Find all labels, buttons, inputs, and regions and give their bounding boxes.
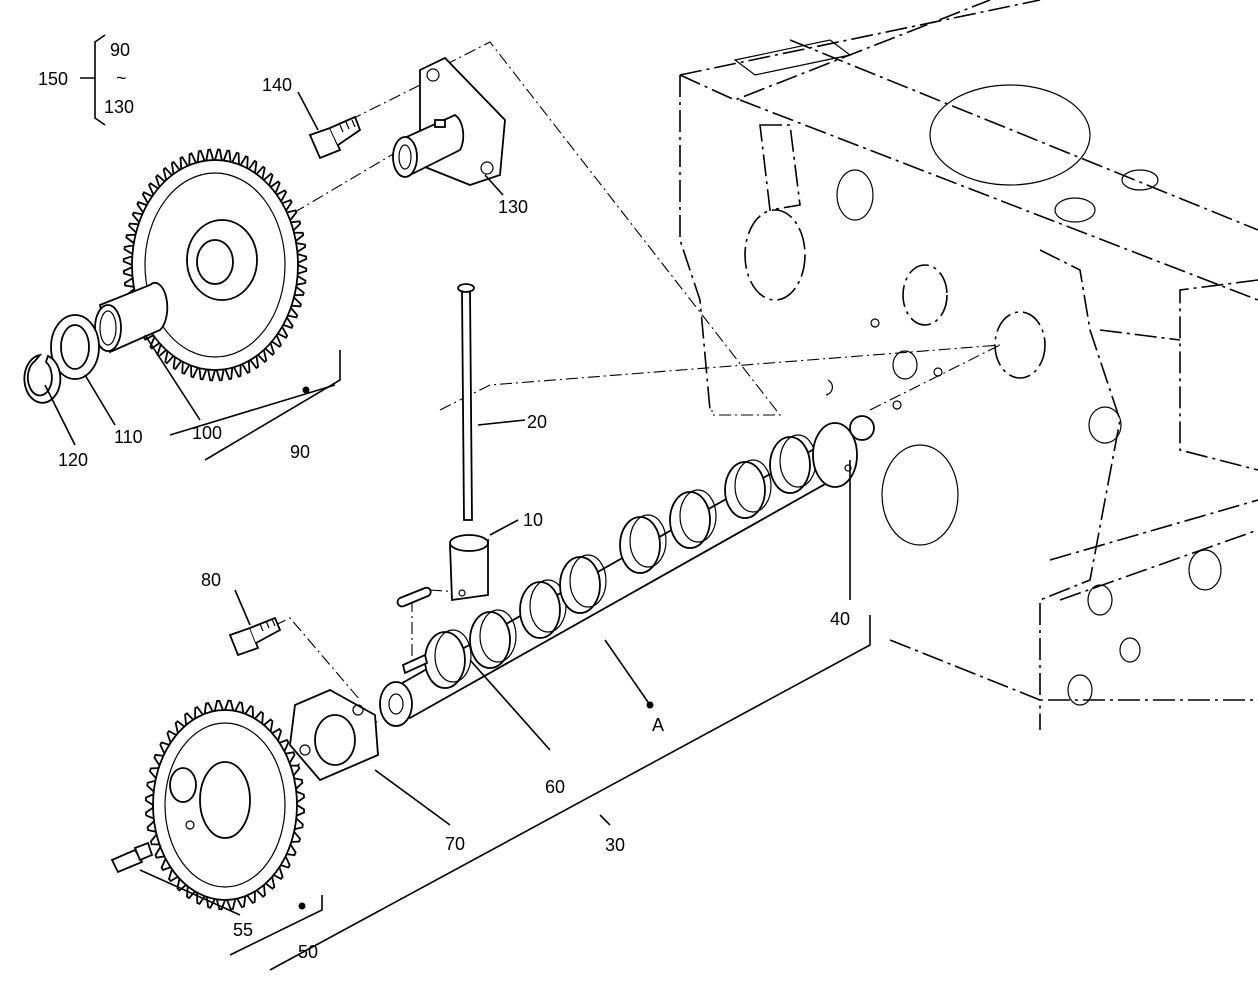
label-20: 20 (527, 412, 547, 432)
label-70: 70 (445, 834, 465, 854)
idler-gear (122, 148, 308, 382)
thrust-washer (50, 314, 100, 380)
label-50: 50 (298, 942, 318, 962)
cam-gear (144, 699, 306, 911)
label-150-from: 90 (110, 40, 130, 60)
part-labels: 150 90 ~ 130 140 130 120 110 100 90 20 1… (38, 40, 850, 962)
label-150-tilde: ~ (116, 68, 127, 88)
label-120: 120 (58, 450, 88, 470)
engine-block (679, 0, 1258, 730)
push-rod (457, 283, 475, 521)
label-30: 30 (605, 835, 625, 855)
snap-ring (23, 353, 62, 404)
label-140: 140 (262, 75, 292, 95)
idler-shaft-bracket (392, 56, 506, 186)
steel-ball (849, 415, 875, 441)
key-60 (396, 586, 432, 608)
label-130: 130 (498, 197, 528, 217)
label-80: 80 (201, 570, 221, 590)
pin-55 (110, 841, 154, 874)
label-150: 150 (38, 69, 68, 89)
label-40: 40 (830, 609, 850, 629)
leader-lines (44, 34, 871, 971)
label-150-to: 130 (104, 97, 134, 117)
label-10: 10 (523, 510, 543, 530)
label-55: 55 (233, 920, 253, 940)
label-90: 90 (290, 442, 310, 462)
label-A: A (652, 715, 664, 735)
label-60: 60 (545, 777, 565, 797)
label-100: 100 (192, 423, 222, 443)
bolt-80 (228, 616, 282, 657)
camshaft (379, 422, 858, 727)
bolt-140 (308, 115, 362, 160)
thrust-plate (289, 688, 379, 782)
label-110: 110 (114, 427, 143, 447)
tappet (449, 534, 489, 602)
